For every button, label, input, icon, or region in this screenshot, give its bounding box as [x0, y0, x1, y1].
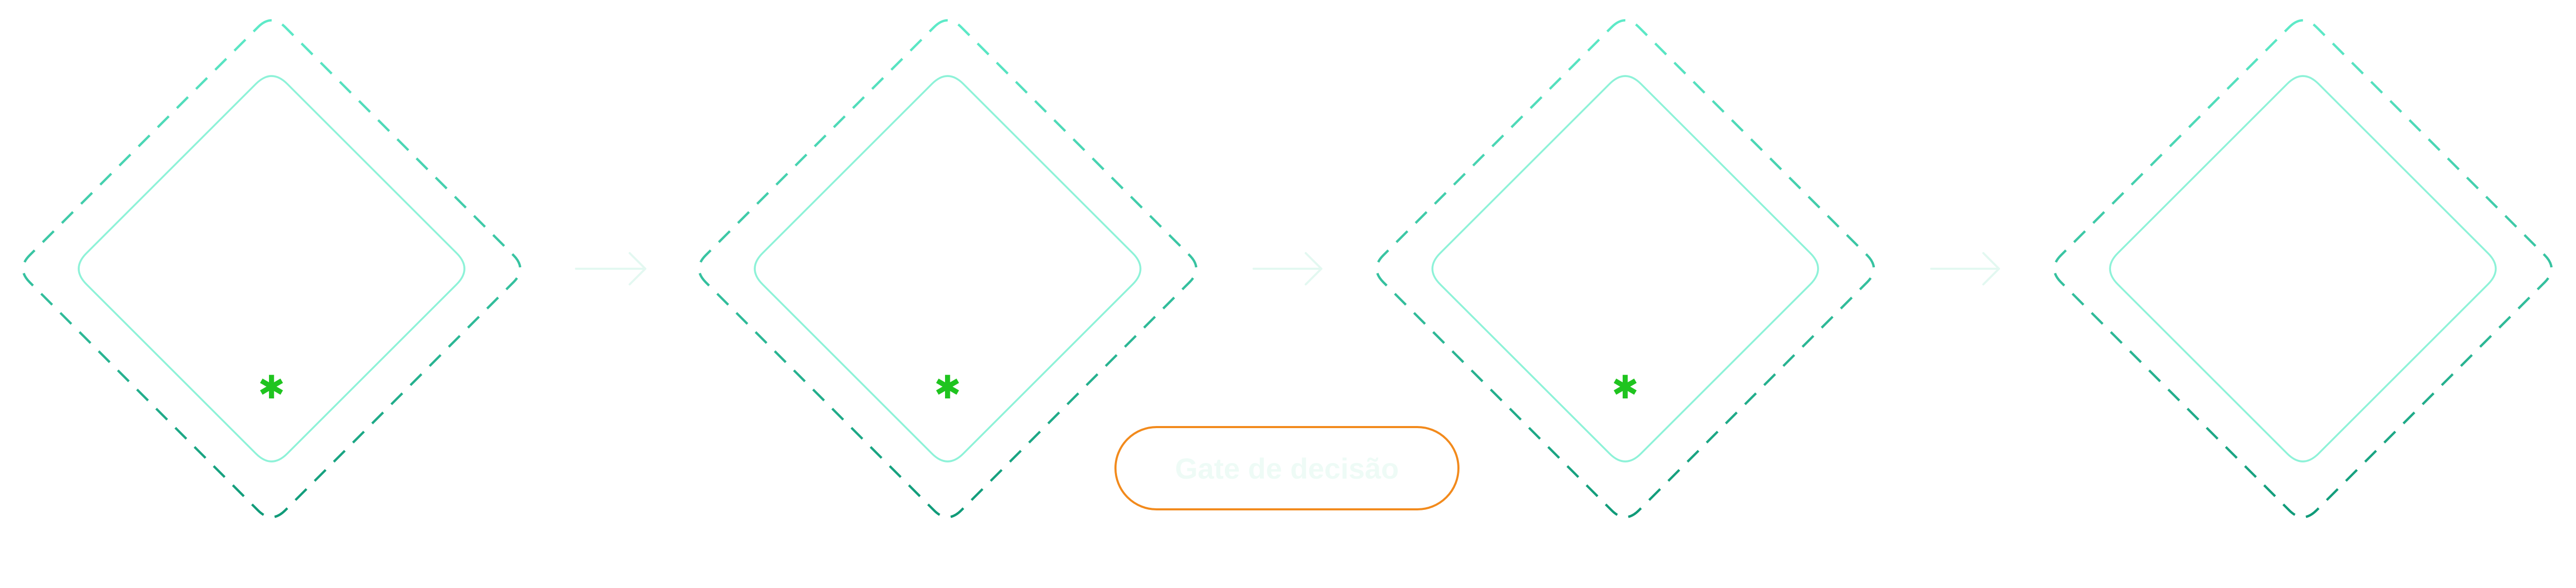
diamond-node-4	[2053, 19, 2553, 519]
diamond-nodes: ✱ ✱ ✱	[21, 19, 2553, 519]
diamond-node-3: ✱	[1375, 19, 1875, 519]
flow-arrow-icon	[575, 252, 646, 285]
diamond-outer-dashed-outline	[21, 19, 522, 519]
asterisk-marker-icon: ✱	[934, 368, 961, 406]
diamond-node-1: ✱	[21, 19, 522, 519]
flow-connectors	[575, 252, 2000, 285]
diamond-node-2: ✱	[697, 19, 1198, 519]
flow-arrow-icon	[1253, 252, 1322, 285]
asterisk-marker-icon: ✱	[258, 368, 285, 406]
diamond-inner-outline	[1431, 75, 1819, 462]
decision-gate-label: Gate de decisão	[1175, 452, 1399, 485]
diamond-inner-outline	[78, 75, 465, 462]
diamond-outer-dashed-outline	[1375, 19, 1875, 519]
decision-gate: Gate de decisão	[1114, 426, 1459, 510]
asterisk-marker-icon: ✱	[1612, 368, 1639, 406]
flow-arrow-icon	[1930, 252, 2000, 285]
diamond-outer-dashed-outline	[697, 19, 1198, 519]
diamond-inner-outline	[2109, 75, 2497, 462]
diamond-outer-dashed-outline	[2053, 19, 2553, 519]
diamond-inner-outline	[754, 75, 1142, 462]
